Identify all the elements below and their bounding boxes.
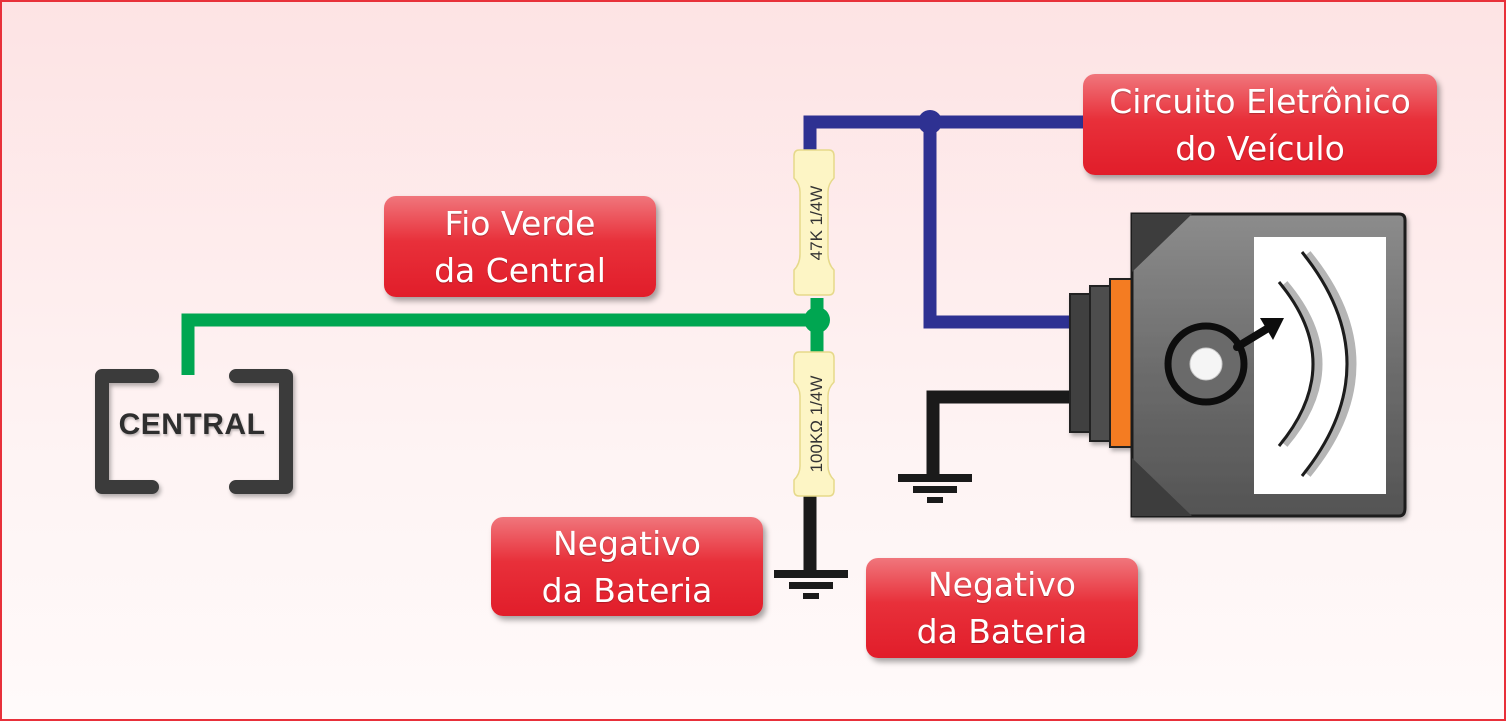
resistor-bottom-label: 100KΩ 1/4W xyxy=(807,376,826,473)
sensor-arrow-line xyxy=(1233,323,1274,351)
sensor-body-bevel xyxy=(1132,214,1192,272)
ground-symbol-sensor xyxy=(898,474,972,503)
ground-symbol-battery xyxy=(774,570,848,599)
resistor-top: 47K 1/4W xyxy=(793,149,835,296)
label-negativo-1-line1: Negativo xyxy=(553,523,701,563)
label-circuito-eletronico: Circuito Eletrônico do Veículo xyxy=(1083,74,1437,175)
central-label: CENTRAL xyxy=(118,408,266,441)
black-wire-sensor xyxy=(926,390,1077,476)
label-negativo-bateria-1: Negativo da Bateria xyxy=(491,517,763,616)
blue-wire xyxy=(803,115,1087,152)
central-right-bracket xyxy=(229,369,293,494)
label-negativo-2-line2: da Bateria xyxy=(916,612,1088,651)
blue-wire-sensor xyxy=(923,122,1077,329)
label-fio-verde-line2: da Central xyxy=(434,250,606,290)
label-fio-verde-line1: Fio Verde xyxy=(444,203,596,243)
sensor-orange-ring xyxy=(1109,278,1133,448)
signal-arc-outer-shadow xyxy=(1303,251,1357,477)
sensor-connector-outer xyxy=(1069,293,1093,433)
sensor-device xyxy=(1069,212,1407,518)
resistor-top-label: 47K 1/4W xyxy=(807,186,826,261)
blue-junction-dot xyxy=(918,110,942,134)
label-circuito-line1: Circuito Eletrônico xyxy=(1109,81,1411,121)
green-wire xyxy=(181,298,824,375)
green-junction-dot xyxy=(804,307,830,333)
signal-arc-inner xyxy=(1277,281,1315,447)
sensor-connector-mid xyxy=(1089,285,1113,442)
resistor-bottom: 100KΩ 1/4W xyxy=(793,351,835,497)
label-negativo-1-line2: da Bateria xyxy=(541,570,713,610)
signal-arc-inner-shadow xyxy=(1280,281,1323,447)
label-negativo-2-line1: Negativo xyxy=(928,565,1076,604)
label-fio-verde: Fio Verde da Central xyxy=(384,196,656,297)
central-left-bracket xyxy=(95,369,159,494)
sensor-dial-center xyxy=(1189,347,1223,381)
label-negativo-bateria-2: Negativo da Bateria xyxy=(866,558,1138,658)
signal-arc-outer xyxy=(1300,251,1349,477)
central-block xyxy=(95,369,293,494)
sensor-arrow-head-icon xyxy=(1260,318,1284,340)
label-circuito-line2: do Veículo xyxy=(1175,128,1345,168)
